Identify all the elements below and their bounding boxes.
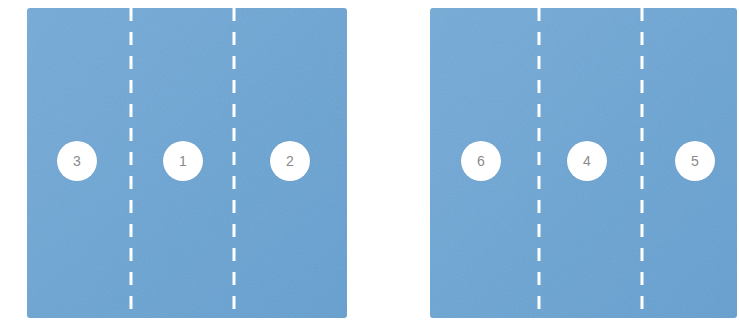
fold-line — [538, 8, 541, 318]
callout-circle: 2 — [270, 141, 310, 181]
callout-circle: 1 — [163, 141, 203, 181]
callout-circle: 6 — [461, 141, 501, 181]
callout-number: 6 — [477, 154, 485, 168]
callout-number: 5 — [691, 154, 699, 168]
fold-line — [130, 8, 133, 318]
callout-number: 1 — [179, 154, 187, 168]
callout-number: 4 — [583, 154, 591, 168]
callout-circle: 3 — [57, 141, 97, 181]
cloth — [430, 8, 737, 318]
callout-circle: 5 — [675, 141, 715, 181]
cloth — [27, 8, 347, 318]
callout-number: 3 — [73, 154, 81, 168]
fold-line — [641, 8, 644, 318]
callout-circle: 4 — [567, 141, 607, 181]
callout-number: 2 — [286, 154, 294, 168]
fold-line — [233, 8, 236, 318]
